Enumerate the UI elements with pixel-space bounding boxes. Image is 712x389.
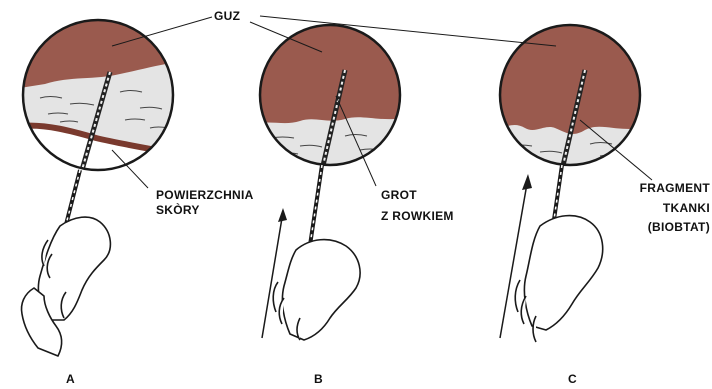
label-fragment-line2: TKANKI [640,201,710,216]
hand-b [273,240,360,340]
magnified-view-b [255,20,405,170]
label-skin-surface-line2: SKÒRY [156,203,254,218]
label-tip: GROT Z ROWKIEM [381,188,454,224]
panel-a [20,15,180,356]
label-tip-line1: GROT [381,188,454,203]
push-arrow-b [262,208,287,338]
label-fragment-line1: FRAGMENT [640,181,710,196]
label-guz: GUZ [214,9,240,24]
label-skin-surface-line1: POWIERZCHNIA [156,188,254,203]
label-skin-surface: POWIERZCHNIA SKÒRY [156,188,254,218]
panel-label-c: C [568,372,577,386]
hand-a [22,217,111,356]
magnified-view-a [20,15,180,175]
panel-label-a: A [66,372,75,386]
panel-c [495,20,645,342]
panel-label-b: B [314,372,323,386]
label-tip-line2: Z ROWKIEM [381,209,454,224]
hand-c [515,216,602,342]
panel-b [255,20,405,340]
label-fragment: FRAGMENT TKANKI (BIOBTAT) [640,181,710,235]
label-fragment-line3: (BIOBTAT) [640,220,710,235]
